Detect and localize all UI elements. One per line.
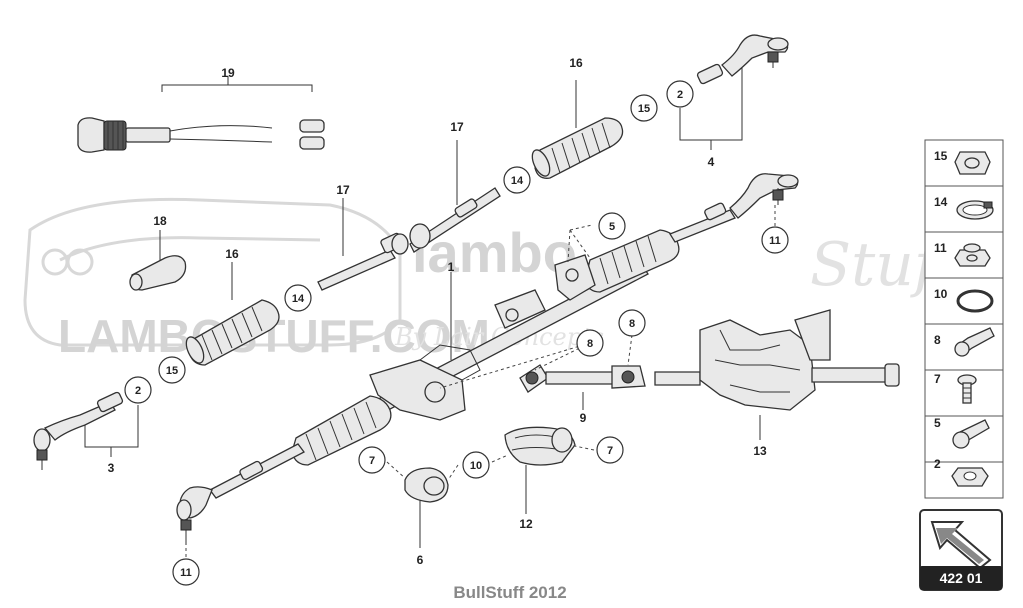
label-12: 12 <box>519 517 533 531</box>
part-6-grommet <box>404 467 449 548</box>
part-18-clamp <box>129 230 187 291</box>
callout-14-upper: 14 <box>511 175 524 187</box>
label-4: 4 <box>708 155 715 169</box>
legend-row-10: 10 <box>924 277 1004 325</box>
legend-number: 7 <box>934 372 941 386</box>
label-3: 3 <box>108 461 115 475</box>
label-16-upper: 16 <box>569 56 583 70</box>
callout-7-right: 7 <box>607 445 613 457</box>
callout-8-left: 8 <box>587 338 593 350</box>
circled-callouts: 15 2 14 5 11 14 15 2 8 8 7 10 7 11 <box>124 80 789 586</box>
callout-2-lower: 2 <box>135 385 141 397</box>
upper-right-tie-rod-end <box>679 34 789 150</box>
legend-row-2: 2 <box>924 457 1004 499</box>
callout-circle-7b: 7 <box>596 436 624 464</box>
leader-lines <box>185 205 776 562</box>
left-lower-tie-rod <box>176 443 305 545</box>
part-1-steering-rack <box>291 229 680 466</box>
legend-number: 5 <box>934 416 941 430</box>
left-boot-16 <box>185 262 280 366</box>
callout-circle-10: 10 <box>462 451 490 479</box>
legend-number: 14 <box>934 195 948 209</box>
label-17-lower: 17 <box>336 183 350 197</box>
legend-row-5: 5 <box>924 415 1004 463</box>
callout-2-upper: 2 <box>677 89 683 101</box>
callout-circle-7a: 7 <box>358 446 386 474</box>
footer-credit: BullStuff 2012 <box>453 583 566 602</box>
callout-10-circle: 10 <box>470 460 482 472</box>
right-upper-inner-tie-rod <box>409 140 501 253</box>
part-12-column-boot <box>504 426 576 514</box>
label-17-upper: 17 <box>450 120 464 134</box>
legend-number: 8 <box>934 333 941 347</box>
left-upper-inner-tie-rod <box>317 198 409 291</box>
legend-row-15: 15 <box>924 139 1004 187</box>
label-13: 13 <box>753 444 767 458</box>
callout-circle-11b: 11 <box>172 558 200 586</box>
label-9: 9 <box>580 411 587 425</box>
part-19-cable-sensor <box>77 76 325 153</box>
legend-number: 15 <box>934 149 948 163</box>
right-outer-tie-rod <box>669 173 799 243</box>
label-16-lower: 16 <box>225 247 239 261</box>
callout-circle-5: 5 <box>598 212 626 240</box>
callout-circle-8a: 8 <box>618 309 646 337</box>
legend-row-8: 8 <box>924 323 1004 371</box>
reference-badge: 422 01 <box>919 509 1003 591</box>
callout-circle-2b: 2 <box>124 376 152 404</box>
callout-11-right: 11 <box>769 235 781 247</box>
part-13-steering-column <box>654 309 900 440</box>
left-tie-rod-end-3 <box>33 391 139 470</box>
callout-circle-15b: 15 <box>158 356 186 384</box>
callout-circle-11a: 11 <box>761 226 789 254</box>
callout-14-lower: 14 <box>292 293 305 305</box>
legend-number: 2 <box>934 457 941 471</box>
callout-circle-14a: 14 <box>503 166 531 194</box>
callout-5-circle: 5 <box>609 221 615 233</box>
legend-row-7: 7 <box>924 369 1004 417</box>
reference-code: 422 01 <box>940 570 983 586</box>
label-18: 18 <box>153 214 167 228</box>
callout-circle-14b: 14 <box>284 284 312 312</box>
legend-row-11: 11 <box>924 231 1004 279</box>
legend-ring-icon <box>956 289 994 313</box>
callout-8-right: 8 <box>629 318 635 330</box>
callout-15-upper: 15 <box>638 103 650 115</box>
part-9-intermediate-shaft <box>519 364 646 410</box>
parts-legend: 15 14 11 10 8 <box>924 139 1004 499</box>
legend-row-14: 14 <box>924 185 1004 233</box>
label-1: 1 <box>448 260 455 274</box>
callout-7-left: 7 <box>369 455 375 467</box>
legend-number: 10 <box>934 287 948 301</box>
callout-circle-15a: 15 <box>630 94 658 122</box>
part-number-labels: 19 16 17 4 17 18 16 1 9 13 3 12 6 <box>108 56 767 567</box>
callout-11-bottom: 11 <box>180 567 192 579</box>
callout-circle-2a: 2 <box>666 80 694 108</box>
callout-15-lower: 15 <box>166 365 178 377</box>
label-6: 6 <box>417 553 424 567</box>
legend-number: 11 <box>934 241 947 255</box>
callout-circle-8b: 8 <box>576 329 604 357</box>
right-boot-16 <box>531 80 624 179</box>
label-19: 19 <box>221 66 235 80</box>
